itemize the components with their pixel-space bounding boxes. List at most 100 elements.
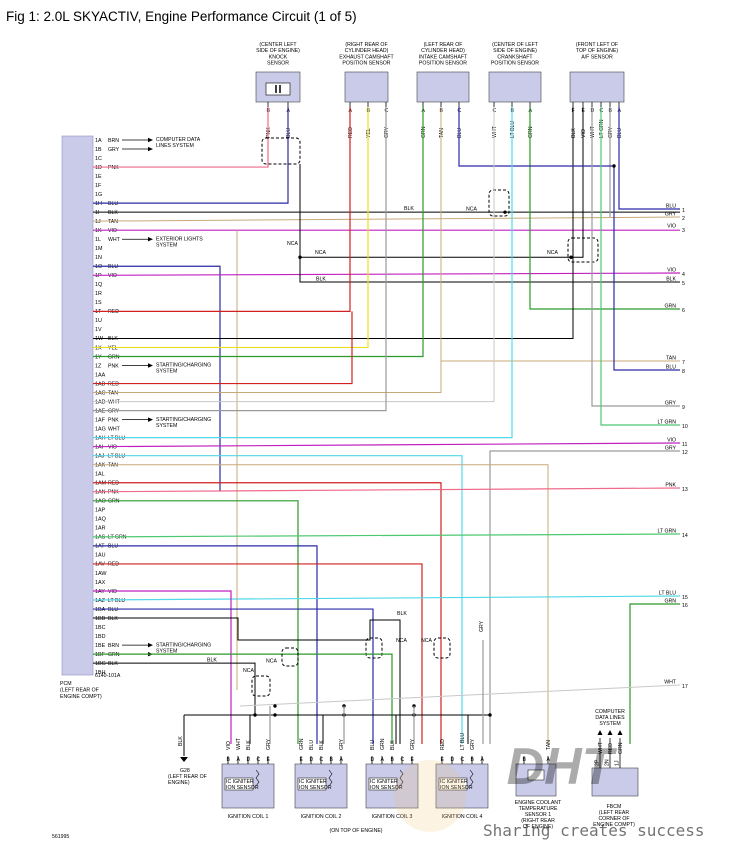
pcm-pin-label: 1AB [95, 381, 106, 387]
right-wire-color-label: WHT [664, 680, 677, 686]
coil-box-label: IC IGNITER [299, 779, 327, 785]
ect-label: OF ENGINE) [523, 824, 554, 830]
pcm-pin-label: 1S [95, 300, 102, 306]
coil-pin-label: E [300, 757, 304, 763]
sensor-wire-label: GRN [528, 126, 534, 138]
coil-wire-label: LT BLU [460, 733, 466, 750]
nca-label: NCA [421, 638, 432, 644]
igniter-icon [368, 777, 398, 791]
nca-label: NCA [396, 638, 407, 644]
coil-winding-icon [255, 769, 260, 787]
pcm-wire-color-label: RED [108, 481, 119, 487]
sensor-box [416, 71, 470, 103]
pcm-pin-label: 1K [95, 228, 102, 234]
right-wire-color-label: VIO [667, 438, 676, 444]
sensor-wire-label: BLU [286, 128, 292, 138]
pcm-box [61, 135, 94, 676]
wire-red [93, 482, 442, 744]
watermark-text: Sharing creates success [483, 821, 705, 840]
pcm-pin-label: 1AK [95, 463, 106, 469]
right-wire-number: 14 [682, 533, 688, 539]
pcm-wire-color-label: TAN [108, 219, 118, 225]
right-wire-number: 9 [682, 405, 685, 411]
pcm-wire-color-label: WHT [108, 426, 121, 432]
pcm-pin-label: 1BF [95, 652, 106, 658]
pcm-pin-label: 1C [95, 156, 102, 162]
right-wire-number: 11 [682, 442, 687, 448]
arrow-up-icon [617, 730, 623, 735]
coil-pin-label: A [481, 757, 485, 763]
pcm-wire-color-label: PNK [108, 363, 119, 369]
pcm-pin-label: 1F [95, 183, 102, 189]
pcm-pin-label: 1AS [95, 535, 106, 541]
coil-pin-label: E [411, 757, 415, 763]
pcm-pin-label: 1O [95, 264, 102, 270]
sensor-label: POSITION SENSOR [419, 61, 467, 67]
pcm-pin-label: 1AE [95, 408, 106, 414]
pcm-pin-label: 1BC [95, 625, 106, 631]
system-note-computer-data: LINES SYSTEM [156, 143, 194, 149]
pcm-wire-color-label: BLU [108, 544, 118, 550]
wire-gry [93, 107, 387, 412]
pcm-pin-label: 1BD [95, 634, 106, 640]
coil-wire-label: VIO [226, 741, 232, 750]
system-note-starting-charging: STARTING/CHARGING [156, 363, 211, 369]
coil-wire-label: GRN [380, 738, 386, 750]
nca-label: NCA [287, 241, 298, 247]
pcm-wire-color-label: LT BLU [108, 435, 125, 441]
pcm-wire-color-label: GRY [108, 147, 120, 153]
coil-box-label: ION SENSOR [370, 785, 403, 791]
sensor-wire-label: WHT [590, 125, 596, 138]
right-wire-number: 4 [682, 272, 685, 278]
sensor-label: SENSOR [267, 61, 289, 67]
pcm-pin-label: 1AI [95, 444, 103, 450]
coils-location-label: (ON TOP OF ENGINE) [329, 828, 382, 834]
right-wire-color-label: LT BLU [659, 591, 676, 597]
coil-wire-label: GRY [339, 738, 345, 750]
coil-pin-label: C [461, 757, 465, 763]
wire-blk [299, 257, 680, 283]
pcm-pin-label: 1T [95, 309, 102, 315]
ground-location: ENGINE) [168, 780, 190, 786]
coil-name-label: IGNITION COIL 3 [372, 814, 413, 820]
splice-dot [273, 713, 277, 717]
pcm-pin-label: 1AF [95, 417, 106, 423]
coil-wire-label: WHT [236, 737, 242, 750]
coil-wire-label: GRY [470, 738, 476, 750]
wire-blu [93, 265, 221, 492]
pcm-wire-color-label: PNK [108, 165, 119, 171]
igniter-icon [224, 777, 254, 791]
fbcm-pin-label: 2P [595, 759, 601, 766]
page-title: Fig 1: 2.0L SKYACTIV, Engine Performance… [6, 9, 357, 24]
watermark-logo-text: DHT [507, 738, 618, 796]
pcm-location-label: (LEFT REAR OF [60, 688, 99, 694]
pcm-wire-color-label: RED [108, 562, 119, 568]
wire-vio [93, 590, 232, 744]
pcm-pin-label: 1M [95, 246, 103, 252]
sensor-box [488, 71, 542, 103]
wire-red [93, 563, 423, 744]
nca-label: NCA [547, 250, 558, 256]
wire-lt-grn [600, 107, 680, 426]
pcm-pin-label: 1E [95, 174, 102, 180]
coil-pin-label: B [391, 757, 395, 763]
right-wire-color-label: BLU [666, 365, 676, 371]
pcm-pin-label: 1BH [95, 670, 106, 676]
ect-label: TEMPERATURE [519, 806, 558, 812]
pcm-part-number: 6140-101A [95, 673, 121, 679]
pcm-wire-color-label: WHT [108, 237, 121, 243]
pcm-pin-label: 1AA [95, 372, 106, 378]
right-wire-number: 1 [682, 208, 685, 214]
nca-label: NCA [315, 250, 326, 256]
right-wire-color-label: VIO [667, 268, 676, 274]
system-note-exterior-lights: SYSTEM [156, 242, 177, 248]
sensor-label: (CENTER OF LEFT [492, 42, 539, 48]
pcm-pin-label: 1BA [95, 607, 106, 613]
sensor-wire-label: LT GRN [599, 119, 605, 138]
pcm-pin-label: 1AT [95, 544, 105, 550]
wire-wht [93, 107, 495, 403]
sensor-label: (CENTER LEFT [259, 42, 297, 48]
right-wire-color-label: VIO [667, 224, 676, 230]
ect-label: ENGINE COOLANT [515, 800, 562, 806]
pcm-pin-label: 1D [95, 165, 102, 171]
